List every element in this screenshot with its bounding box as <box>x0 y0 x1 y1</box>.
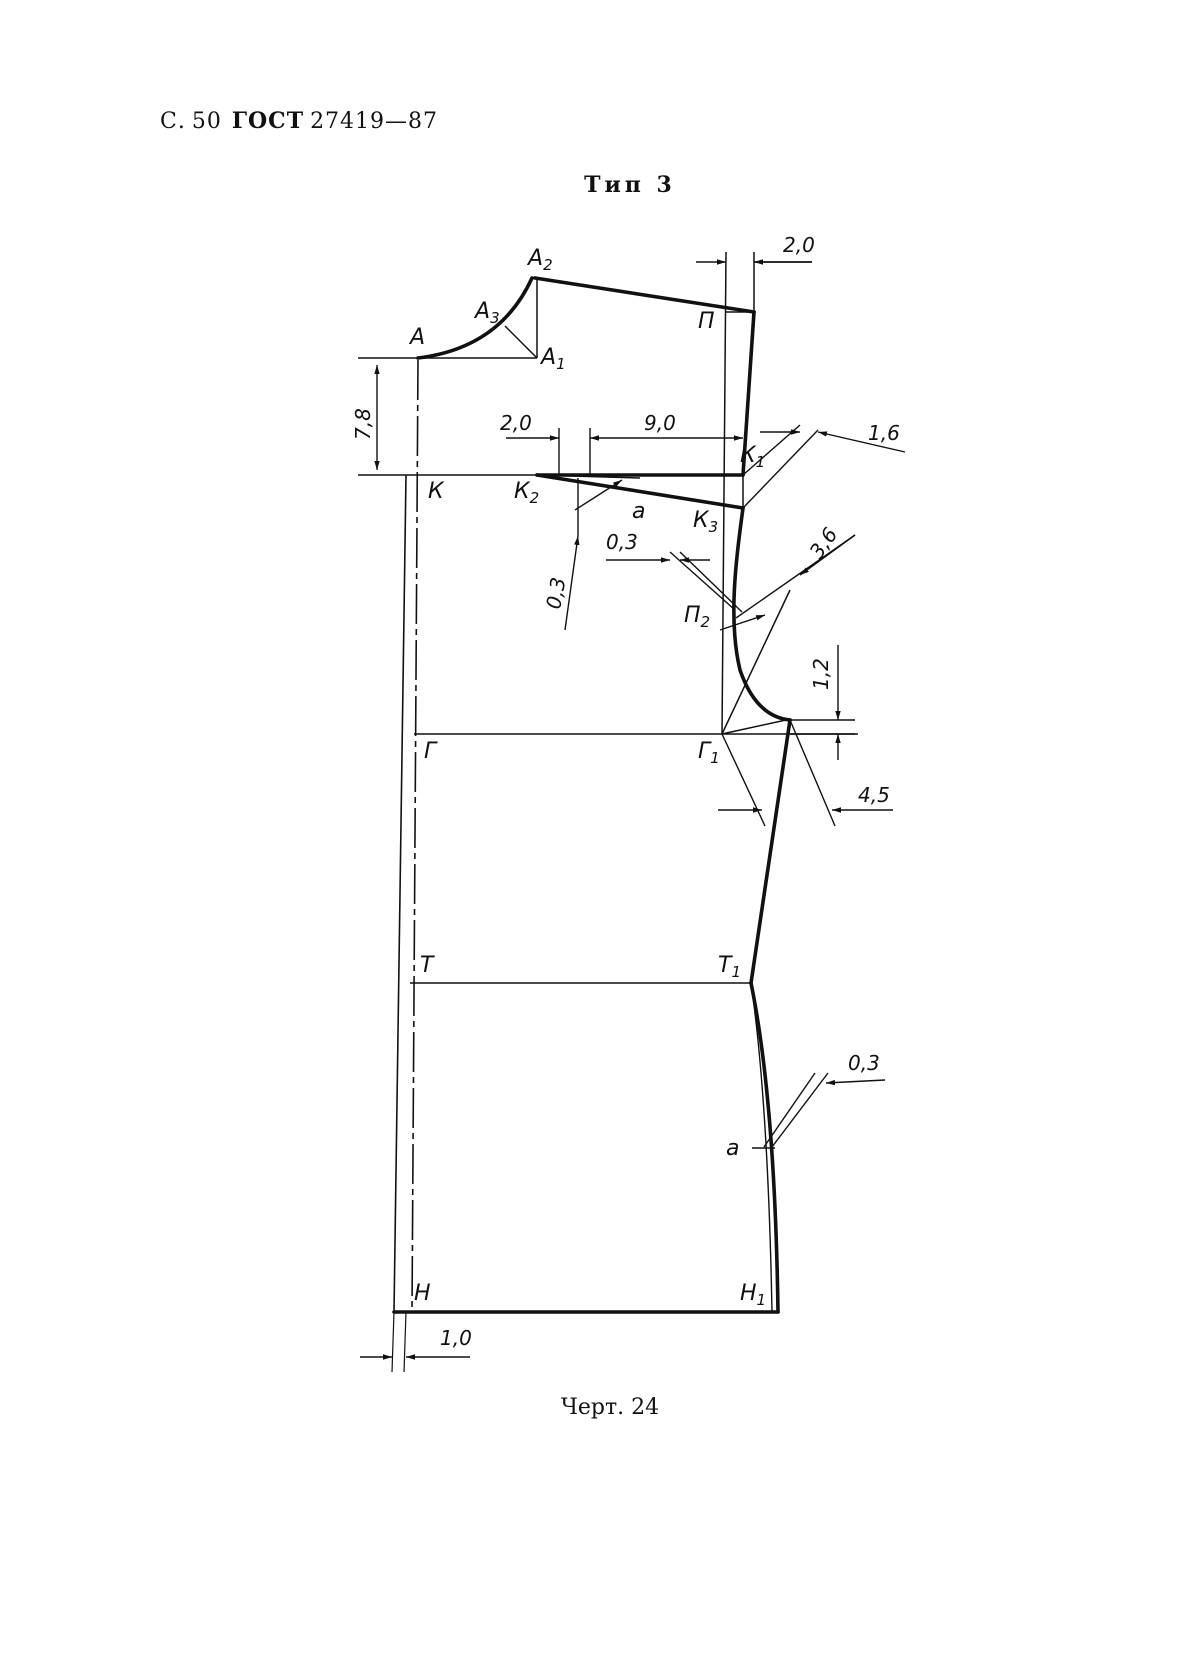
dim-dart-side: 0,3 <box>606 530 638 554</box>
standard-code: 27419—87 <box>310 109 439 134</box>
center-extension <box>403 1311 407 1373</box>
label-p2: П2 <box>684 603 710 631</box>
dart-lower-edge <box>535 473 745 510</box>
armhole-chord <box>721 719 787 735</box>
label-k2: К2 <box>514 479 539 507</box>
dimension-labels: 2,0 7,8 2,0 9,0 1,6 0,3 0,3 3,6 1,2 4,5 … <box>351 233 900 1350</box>
side-seam-upper <box>749 718 792 985</box>
shoulder-line <box>533 276 756 314</box>
label-h1: Н1 <box>740 1281 766 1309</box>
line-a1-a3 <box>504 325 538 359</box>
figure-caption: Черт. 24 <box>560 1395 660 1420</box>
label-g1: Г1 <box>698 739 720 767</box>
dim-shoulder-offset: 2,0 <box>783 233 815 257</box>
dimension-lines <box>360 259 906 1360</box>
label-p: П <box>698 309 715 334</box>
standard-name: ГОСТ <box>231 108 305 134</box>
label-k3: К3 <box>693 508 718 536</box>
label-t1: Т1 <box>718 953 741 981</box>
center-extension-2 <box>391 1311 395 1373</box>
label-k1: К1 <box>740 443 765 471</box>
center-line-shifted <box>393 474 407 1313</box>
vertical-p-g1 <box>721 251 727 735</box>
label-a3: А3 <box>473 299 500 327</box>
page-number: 50 <box>191 109 222 134</box>
dim-dart-offset: 2,0 <box>500 411 532 435</box>
label-t: Т <box>420 953 435 978</box>
label-g: Г <box>424 739 438 764</box>
pattern-contour <box>392 276 792 1314</box>
armhole-lower <box>732 506 792 722</box>
label-h: Н <box>414 1281 431 1306</box>
dim-armhole-height: 7,8 <box>351 408 375 440</box>
figure-title: Тип 3 <box>584 172 676 198</box>
point-labels: А А1 А2 А3 П К К1 К2 а К3 П2 Г Г1 Т Т1 а… <box>408 246 766 1309</box>
label-a-upper: а <box>632 499 645 524</box>
construction-lines <box>358 251 858 984</box>
dim-armhole-curve: 3,6 <box>804 523 842 563</box>
label-a2: А2 <box>526 246 553 274</box>
dim-armhole-point: 1,6 <box>868 421 900 445</box>
label-a-lower: а <box>726 1136 739 1161</box>
dim-dart-width: 9,0 <box>644 411 676 435</box>
side-seam-lower <box>749 981 780 1314</box>
page-prefix: С. <box>160 109 186 134</box>
dim-side-raise: 1,2 <box>809 658 833 690</box>
dim-dart-depth: 0,3 <box>541 575 570 610</box>
side-seam-thin <box>750 982 773 1313</box>
dim-side-extension: 4,5 <box>858 783 890 807</box>
center-lines <box>391 359 419 1373</box>
dim-center-offset: 1,0 <box>440 1326 472 1350</box>
label-k: К <box>428 479 445 504</box>
armhole-upper <box>741 310 756 477</box>
center-line-dashed <box>411 359 419 1313</box>
neckline-curve <box>416 276 534 360</box>
dim-hem-side: 0,3 <box>848 1051 880 1075</box>
armhole-chord-2 <box>721 589 791 735</box>
label-a: А <box>408 325 425 350</box>
label-a1: А1 <box>539 345 566 373</box>
